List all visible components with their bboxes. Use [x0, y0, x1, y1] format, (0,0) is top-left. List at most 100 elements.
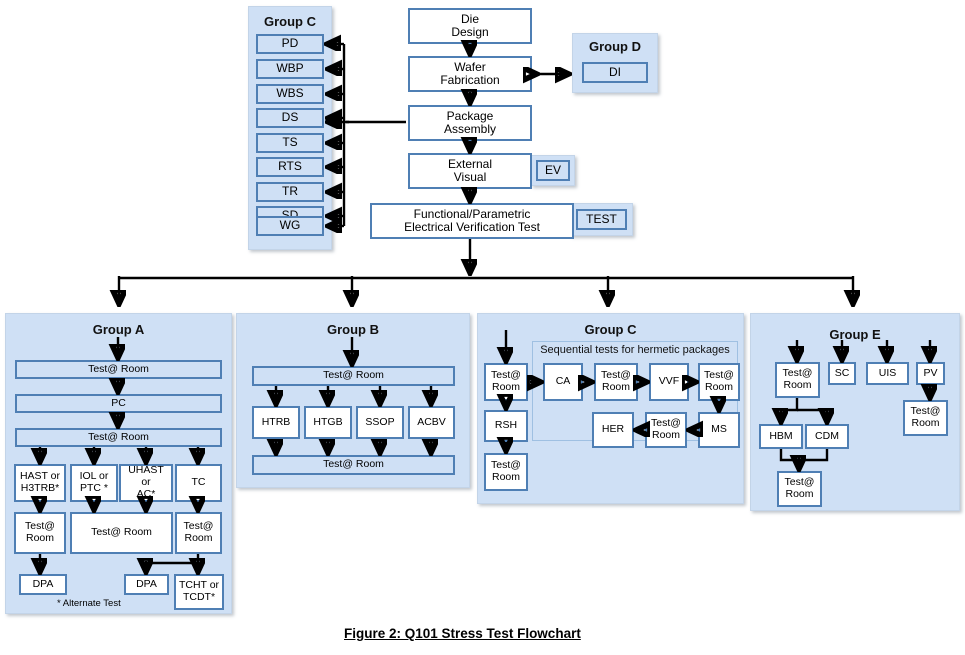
badge-label: TEST: [586, 211, 617, 226]
node-label: RTS: [278, 159, 302, 174]
node-label: PD: [281, 36, 299, 51]
group-c-top-title: Group C: [264, 14, 316, 29]
node-c-ca[interactable]: CA: [543, 363, 583, 401]
node-b-test-room-1[interactable]: Test@ Room: [252, 366, 455, 386]
node-label: MS: [711, 423, 727, 436]
node-c-ms[interactable]: MS: [698, 412, 740, 448]
node-b-acbv[interactable]: ACBV: [408, 406, 455, 439]
node-e-test-room-3[interactable]: Test@Room: [903, 400, 948, 436]
node-label: CA: [555, 375, 571, 388]
node-pd[interactable]: PD: [256, 34, 324, 54]
node-label: ACBV: [417, 415, 446, 428]
node-label: HTRB: [261, 415, 291, 428]
node-label: TS: [282, 135, 298, 150]
node-a-test-room-5[interactable]: Test@Room: [175, 512, 222, 554]
node-label: WBS: [276, 86, 304, 101]
node-tr[interactable]: TR: [256, 182, 324, 202]
node-e-sc[interactable]: SC: [828, 362, 856, 385]
node-a-tc[interactable]: TC: [175, 464, 222, 502]
node-a-test-room-1[interactable]: Test@ Room: [15, 360, 222, 379]
badge-test[interactable]: TEST: [576, 209, 627, 230]
node-a-test-room-2[interactable]: Test@ Room: [15, 428, 222, 447]
node-label: Test@Room: [782, 367, 813, 391]
node-label: CDM: [815, 429, 839, 442]
node-c-test-room-2[interactable]: Test@Room: [484, 453, 528, 491]
node-a-dpa-2[interactable]: DPA: [124, 574, 169, 595]
node-c-test-room-4[interactable]: Test@Room: [698, 363, 740, 401]
group-c-bottom-title: Group C: [584, 322, 637, 337]
node-c-vvf[interactable]: VVF: [649, 363, 689, 401]
node-label: Test@Room: [601, 369, 631, 393]
node-label: Test@ Room: [323, 369, 384, 382]
node-wbs[interactable]: WBS: [256, 84, 324, 104]
node-ts[interactable]: TS: [256, 133, 324, 153]
node-a-test-room-3[interactable]: Test@Room: [14, 512, 66, 554]
node-label: Test@Room: [651, 417, 681, 441]
node-label: HBM: [769, 429, 793, 442]
node-a-pc[interactable]: PC: [15, 394, 222, 413]
badge-label: EV: [544, 162, 561, 177]
node-c-her[interactable]: HER: [592, 412, 634, 448]
node-ds[interactable]: DS: [256, 108, 324, 128]
node-label: UIS: [878, 366, 897, 379]
node-label: HTGB: [313, 415, 343, 428]
node-e-uis[interactable]: UIS: [866, 362, 909, 385]
node-label: Test@ Room: [91, 526, 152, 539]
node-c-test-room-5[interactable]: Test@Room: [645, 412, 687, 448]
node-a-test-room-4[interactable]: Test@ Room: [70, 512, 173, 554]
node-label: RSH: [494, 419, 518, 432]
node-label: Test@ Room: [88, 430, 149, 443]
node-label: Test@ Room: [88, 362, 149, 375]
group-b-title: Group B: [327, 322, 379, 337]
node-label: DPA: [32, 577, 54, 590]
node-c-test-room-1[interactable]: Test@Room: [484, 363, 528, 401]
node-label: WG: [279, 218, 301, 233]
figure-caption: Figure 2: Q101 Stress Test Flowchart: [344, 626, 581, 641]
node-e-test-room-1[interactable]: Test@Room: [775, 362, 820, 398]
node-label: TR: [282, 184, 298, 199]
badge-ev[interactable]: EV: [536, 160, 570, 181]
node-c-test-room-3[interactable]: Test@Room: [594, 363, 638, 401]
group-e-title: Group E: [829, 327, 881, 342]
node-label: WBP: [276, 61, 304, 76]
group-d-title: Group D: [589, 39, 641, 54]
node-a-dpa-1[interactable]: DPA: [19, 574, 67, 595]
node-label: DS: [281, 110, 299, 125]
node-e-hbm[interactable]: HBM: [759, 424, 803, 449]
group-a-title: Group A: [92, 322, 145, 337]
node-b-htgb[interactable]: HTGB: [304, 406, 352, 439]
node-wbp[interactable]: WBP: [256, 59, 324, 79]
node-label: Test@Room: [183, 520, 214, 544]
node-b-htrb[interactable]: HTRB: [252, 406, 300, 439]
node-e-cdm[interactable]: CDM: [805, 424, 849, 449]
node-b-test-room-2[interactable]: Test@ Room: [252, 455, 455, 475]
group-a-footnote: * Alternate Test: [57, 598, 121, 609]
node-wg[interactable]: WG: [256, 216, 324, 236]
node-b-ssop[interactable]: SSOP: [356, 406, 404, 439]
node-c-rsh[interactable]: RSH: [484, 410, 528, 442]
node-label: TC: [191, 476, 206, 489]
node-label: SC: [834, 366, 850, 379]
node-e-test-room-2[interactable]: Test@Room: [777, 471, 822, 507]
node-e-pv[interactable]: PV: [916, 362, 945, 385]
node-label: Test@Room: [704, 369, 734, 393]
node-rts[interactable]: RTS: [256, 157, 324, 177]
node-di[interactable]: DI: [582, 62, 648, 83]
node-label: SSOP: [365, 415, 395, 428]
node-label: Test@Room: [491, 369, 521, 393]
node-label: Test@ Room: [323, 458, 384, 471]
